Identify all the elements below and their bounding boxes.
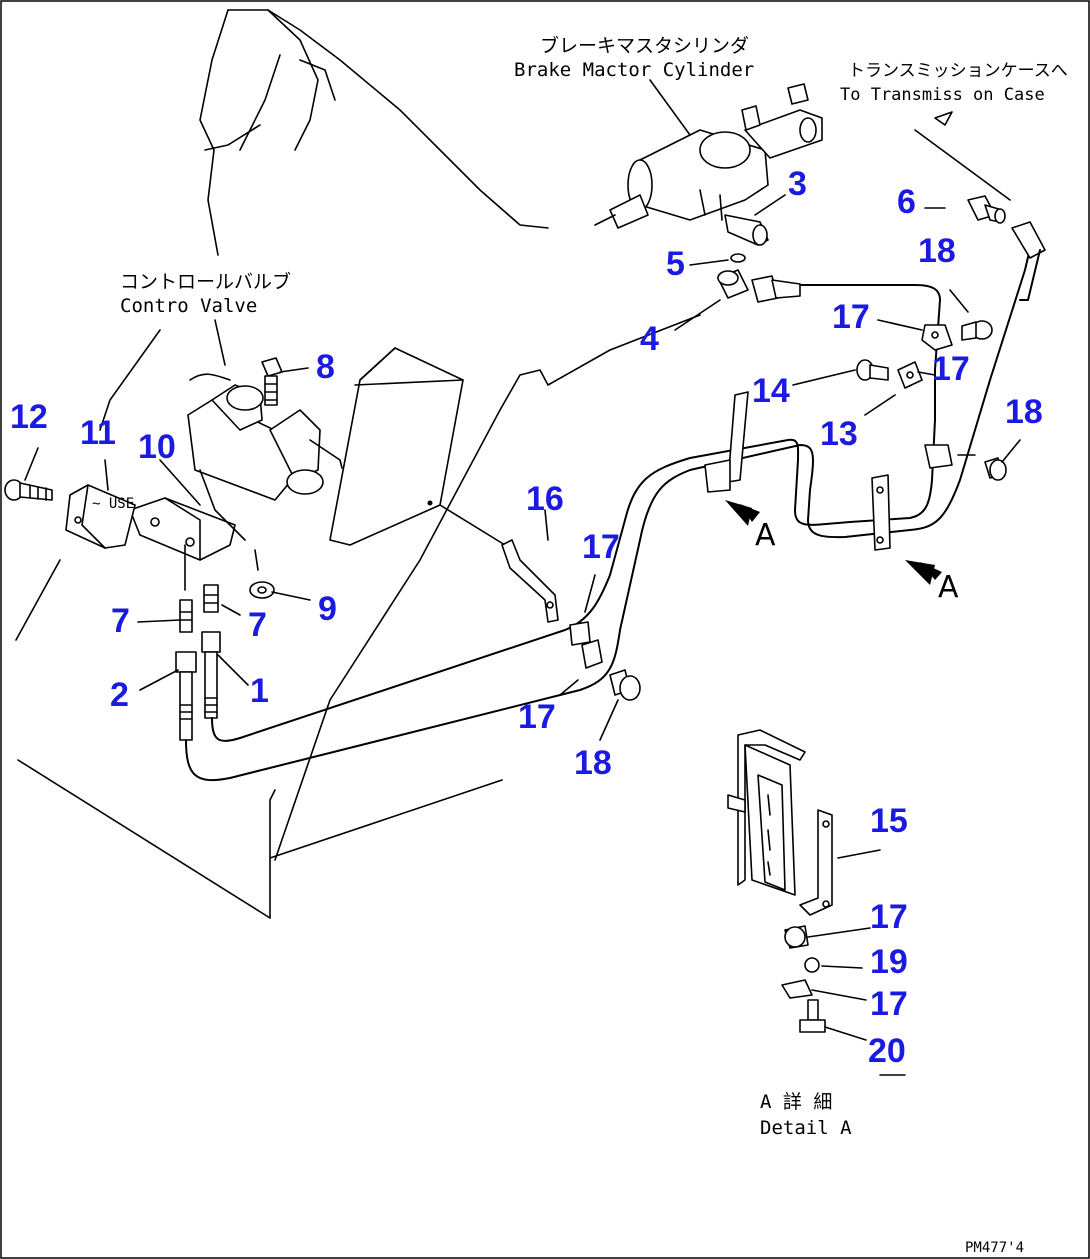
- bolt-18-lower: [609, 669, 641, 701]
- clamp-17-mid: [924, 444, 953, 469]
- callout-2: 2: [110, 676, 129, 714]
- detail-clamp-17-bottom: [781, 979, 813, 999]
- svg-text:A: A: [938, 570, 959, 605]
- svg-text:A: A: [755, 518, 776, 553]
- svg-text:Contro Valve: Contro Valve: [120, 295, 257, 317]
- callout-11: 11: [80, 414, 116, 452]
- bolt-18-mid: [984, 457, 1007, 481]
- bracket-14-a: [704, 391, 749, 493]
- callout-1: 1: [250, 672, 269, 710]
- control-valve: [129, 373, 343, 591]
- svg-text:コントロールバルブ: コントロールバルブ: [120, 270, 291, 293]
- adapter-6: [967, 195, 1006, 224]
- callout-7: 7: [248, 606, 267, 644]
- bracket-16: [501, 539, 559, 623]
- o-ring-5: [730, 253, 746, 263]
- caption-control-valve: コントロールバルブ Contro Valve: [120, 270, 291, 317]
- callout-13: 13: [820, 415, 858, 453]
- tube-nut: [751, 275, 801, 303]
- callout-17: 17: [932, 350, 970, 388]
- callout-19: 19: [870, 943, 908, 981]
- callout-4: 4: [640, 320, 659, 358]
- svg-text:トランスミッションケースへ: トランスミッションケースへ: [848, 61, 1068, 81]
- bolt-8: [261, 357, 283, 406]
- callout-17: 17: [870, 898, 908, 936]
- detail-bolt-20: [799, 999, 826, 1033]
- callout-17: 17: [832, 298, 870, 336]
- svg-text:~ USE: ~ USE: [92, 496, 134, 512]
- callout-3: 3: [788, 165, 807, 203]
- detail-clamp-17-top: [784, 925, 809, 949]
- callout-8: 8: [316, 348, 335, 386]
- stud-7-left: [179, 599, 193, 633]
- nut-9: [249, 581, 275, 599]
- bolt-14: [856, 359, 889, 381]
- callout-18: 18: [918, 232, 956, 270]
- hose-fitting-2: [175, 651, 197, 741]
- section-arrow-a-right: A: [905, 560, 959, 605]
- detail-spacer-19: [804, 957, 820, 973]
- cab-structure: [15, 9, 701, 919]
- bracket-right-a: [871, 474, 891, 551]
- svg-text:A 詳 細: A 詳 細: [760, 1091, 832, 1113]
- brake-master-cylinder: [594, 83, 823, 229]
- callout-10: 10: [138, 428, 176, 466]
- bolt-12: [4, 479, 53, 501]
- callout-17: 17: [518, 698, 556, 736]
- transmission-leader: [914, 129, 1011, 201]
- elbow-4: [717, 269, 749, 299]
- bolt-18-upper: [961, 320, 993, 341]
- transmission-arrow: [934, 111, 953, 126]
- clamp-17-upper: [921, 324, 953, 351]
- callout-17: 17: [582, 528, 620, 566]
- tube-nut-right: [1011, 221, 1046, 301]
- clamp-13: [897, 361, 923, 389]
- brake-tube-main: [185, 239, 1033, 782]
- svg-text:Detail A: Detail A: [760, 1117, 852, 1139]
- callout-18: 18: [1005, 393, 1043, 431]
- caption-transmission: トランスミッションケースへ To Transmiss on Case: [840, 61, 1068, 105]
- callout-12: 12: [10, 398, 48, 436]
- connector-3: [724, 214, 769, 246]
- svg-text:To Transmiss on Case: To Transmiss on Case: [840, 85, 1045, 105]
- bracket-11: ~ USE: [65, 484, 136, 549]
- callout-numbers: 3 5 4 6 18 17 17 14 13 18 8 12 11 10 16 …: [10, 165, 1043, 1070]
- caption-detail-a: A 詳 細 Detail A: [760, 1091, 852, 1139]
- detail-a-assembly: [727, 729, 833, 916]
- clamp-17-left: [569, 621, 603, 669]
- callout-6: 6: [897, 183, 916, 221]
- callout-7: 7: [111, 602, 130, 640]
- caption-brake-master: ブレーキマスタシリンダ Brake Mactor Cylinder: [514, 34, 754, 81]
- drawing-code: PM477'4: [965, 1240, 1024, 1256]
- callout-14: 14: [752, 372, 790, 410]
- callout-20: 20: [868, 1032, 906, 1070]
- callout-17: 17: [870, 985, 908, 1023]
- callout-9: 9: [318, 590, 337, 628]
- svg-text:Brake Mactor Cylinder: Brake Mactor Cylinder: [514, 59, 754, 81]
- hose-fitting-1: [201, 631, 221, 719]
- stud-7-right: [203, 584, 219, 613]
- callout-5: 5: [666, 245, 685, 283]
- section-arrow-a-left: A: [725, 500, 776, 553]
- callout-16: 16: [526, 480, 564, 518]
- leader-lines: [24, 79, 1021, 1076]
- svg-text:ブレーキマスタシリンダ: ブレーキマスタシリンダ: [540, 34, 749, 57]
- callout-18: 18: [574, 744, 612, 782]
- callout-15: 15: [870, 802, 908, 840]
